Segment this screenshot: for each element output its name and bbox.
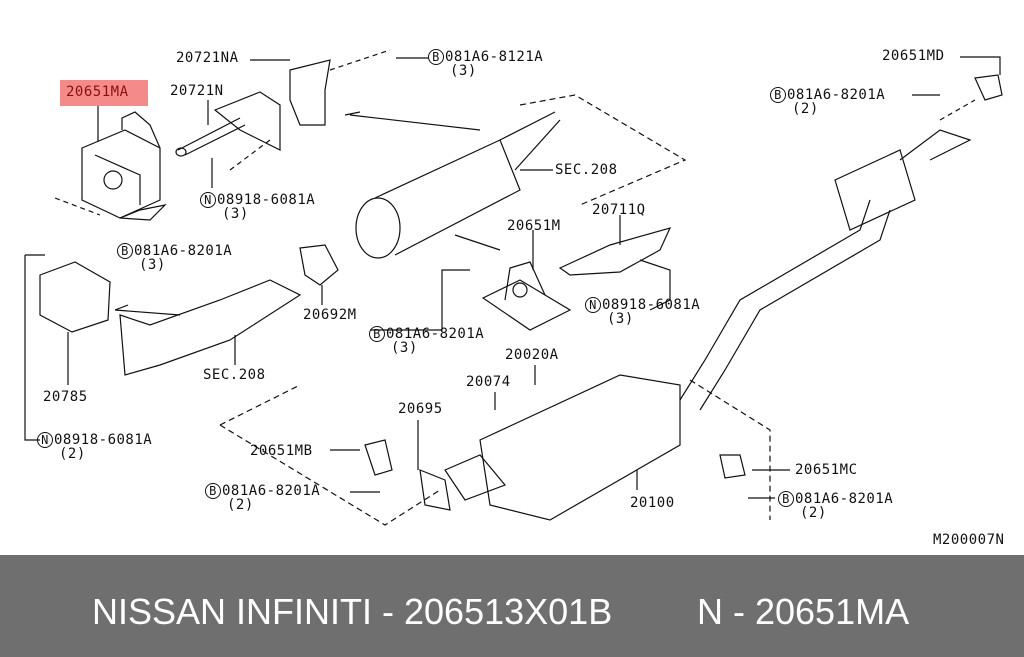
part-code: 081A6-8201A — [795, 491, 894, 507]
part-code: 081A6-8201A — [787, 87, 886, 103]
quantity: (2) — [59, 446, 86, 462]
highlighted-part-label[interactable]: 20651MA — [60, 80, 148, 106]
mount-20651ma-drawing — [54, 111, 167, 221]
section-label-sec208[interactable]: SEC.208 — [203, 367, 266, 383]
part-code: 081A6-8201A — [386, 326, 485, 342]
quantity: (2) — [227, 497, 254, 513]
catalyst-sec208-drawing — [344, 94, 687, 259]
footer-bar: NISSAN INFINITI - 206513X01B N - 20651MA — [0, 555, 1024, 657]
part-label-20721n[interactable]: 20721N — [170, 83, 224, 99]
pipe-20711q-drawing — [558, 227, 672, 276]
section-label-sec208[interactable]: SEC.208 — [555, 162, 618, 178]
part-label-20651mc[interactable]: 20651MC — [795, 462, 858, 478]
quantity: (3) — [139, 257, 166, 273]
bolt-b-icon: B — [205, 483, 221, 499]
footer-vehicle-part-number: NISSAN INFINITI - 206513X01B — [92, 591, 613, 632]
part-label-20692m[interactable]: 20692M — [303, 307, 357, 323]
bolt-b-icon: B — [770, 87, 786, 103]
part-label-20020a[interactable]: 20020A — [505, 347, 559, 363]
part-label-20651md[interactable]: 20651MD — [882, 48, 945, 64]
quantity: (3) — [222, 206, 249, 222]
quantity: (2) — [800, 505, 827, 521]
nut-n-icon: N — [200, 192, 216, 208]
part-label-20100[interactable]: 20100 — [630, 495, 675, 511]
gasket-20692m-drawing — [299, 244, 339, 286]
part-label-20785[interactable]: 20785 — [43, 389, 88, 405]
highlighted-part-number: 20651MA — [66, 84, 129, 100]
part-label-20721na[interactable]: 20721NA — [176, 50, 239, 66]
nut-n-icon: N — [585, 297, 601, 313]
part-code: 08918-6081A — [54, 432, 153, 448]
bolt-b-icon: B — [117, 243, 133, 259]
quantity: (3) — [607, 311, 634, 327]
quantity: (3) — [391, 340, 418, 356]
part-label-20695[interactable]: 20695 — [398, 401, 443, 417]
part-code: 081A6-8201A — [134, 243, 233, 259]
footer-diagram-part-number: N - 20651MA — [697, 591, 910, 632]
part-label-20651mb[interactable]: 20651MB — [250, 443, 313, 459]
bolt-b-icon: B — [369, 326, 385, 342]
part-code: 081A6-8121A — [445, 49, 544, 65]
muffler-20100-drawing — [219, 129, 972, 526]
part-code: 08918-6081A — [602, 297, 701, 313]
exhaust-diagram-drawing — [24, 49, 1003, 526]
shield-20785-drawing — [39, 261, 111, 333]
nut-n-icon: N — [37, 432, 53, 448]
part-code: 08918-6081A — [217, 192, 316, 208]
part-label-20074[interactable]: 20074 — [466, 374, 511, 390]
part-label-20711q[interactable]: 20711Q — [592, 202, 646, 218]
quantity: (3) — [450, 63, 477, 79]
bracket-20721n-drawing — [175, 49, 391, 171]
manifold-sec208-drawing — [119, 279, 302, 376]
quantity: (2) — [792, 101, 819, 117]
diagram-id: M200007N — [933, 532, 1005, 548]
part-code: 081A6-8201A — [222, 483, 321, 499]
bolt-b-icon: B — [778, 491, 794, 507]
part-label-20651m[interactable]: 20651M — [507, 218, 561, 234]
mount-20651m-drawing — [370, 234, 572, 331]
bolt-b-icon: B — [428, 49, 444, 65]
